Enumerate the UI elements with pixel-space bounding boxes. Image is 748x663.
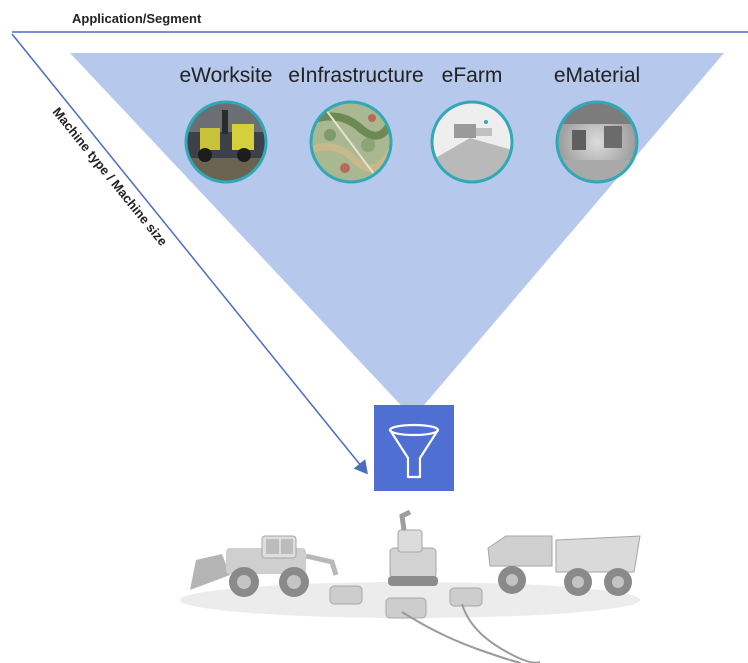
machines-illustration (180, 509, 641, 663)
power-cable (401, 611, 521, 663)
segment-label-einfrastructure: eInfrastructure (288, 64, 423, 87)
funnel-icon (388, 423, 440, 479)
material-warehouse-icon (555, 100, 639, 184)
farm-photo-icon (430, 100, 514, 184)
worksite-photo-icon (184, 100, 268, 184)
segment-label-efarm: eFarm (442, 64, 503, 87)
autonomous-carrier-icon (329, 585, 483, 619)
machine-axis-arrow (11, 33, 368, 475)
infrastructure-map-icon (309, 100, 393, 184)
excavator-icon (388, 509, 438, 586)
segment-label-ematerial: eMaterial (554, 64, 640, 87)
segment-label-eworksite: eWorksite (180, 64, 273, 87)
articulated-hauler-icon (487, 535, 641, 596)
wheel-loader-icon (190, 535, 339, 597)
power-cable (461, 603, 541, 663)
application-axis-label: Application/Segment (72, 11, 202, 26)
